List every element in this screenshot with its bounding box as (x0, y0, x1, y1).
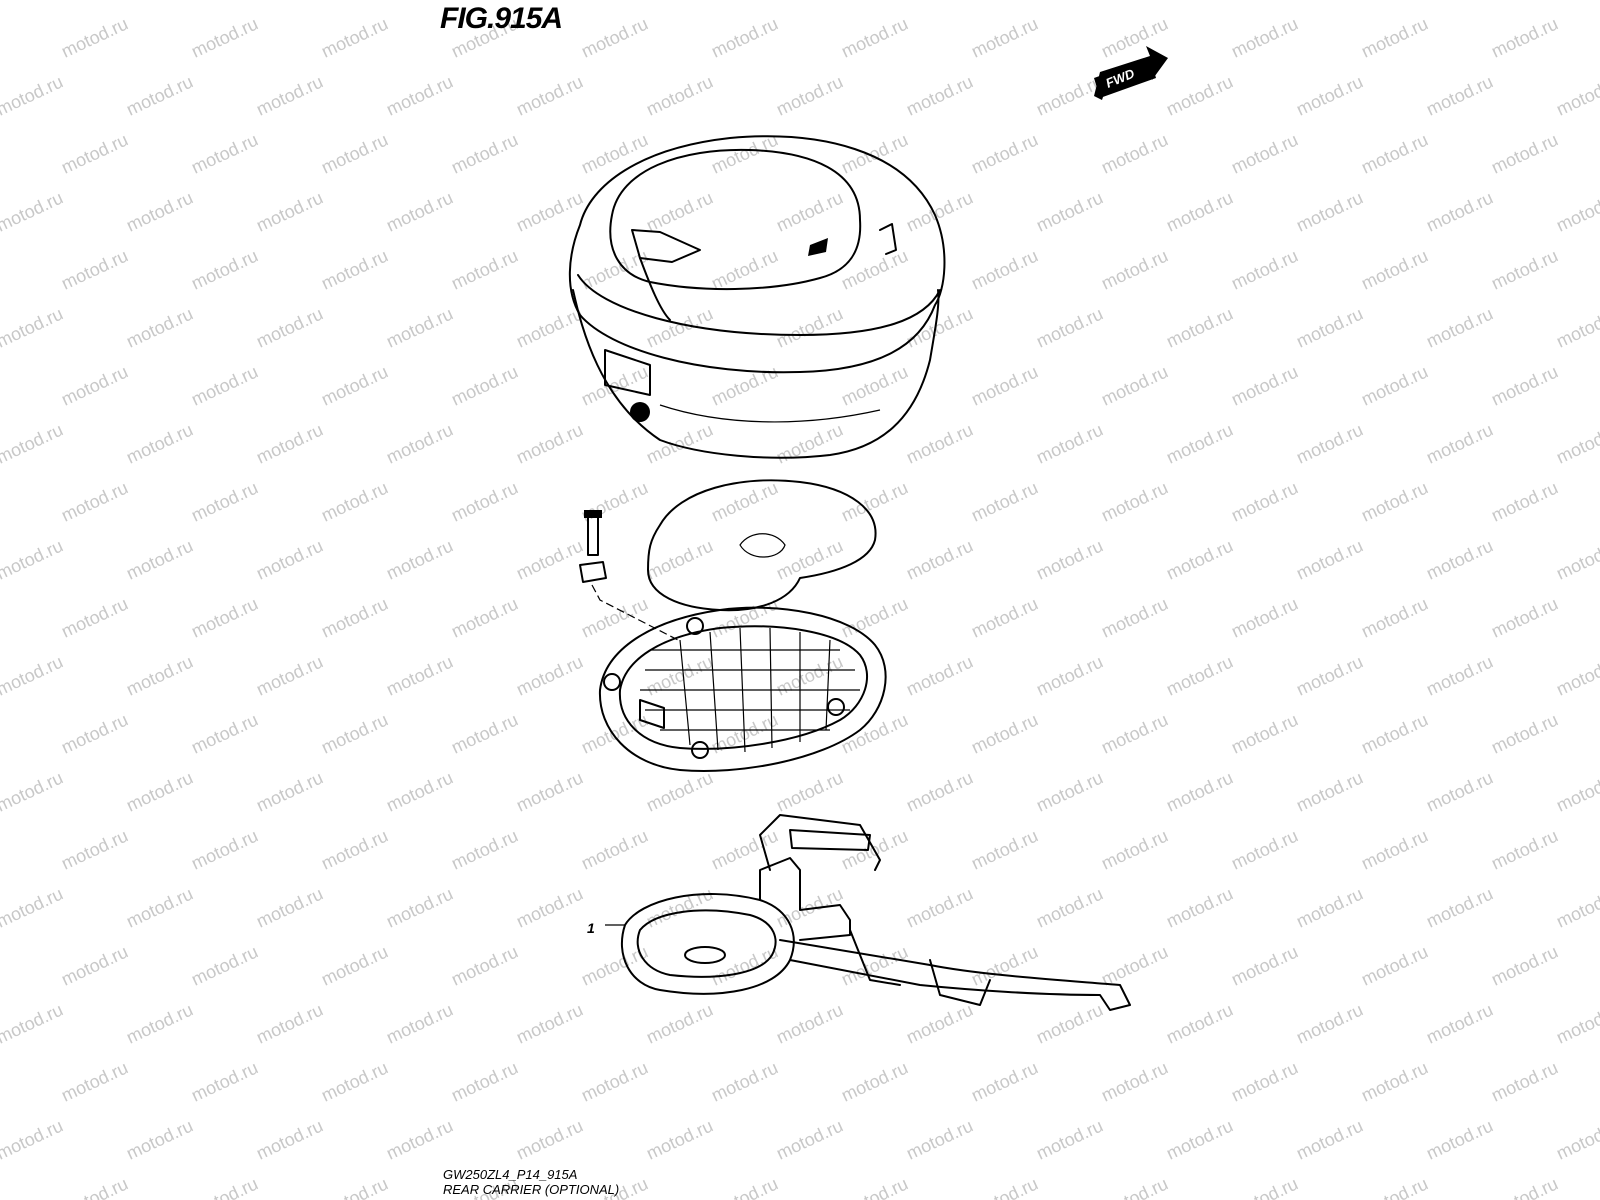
rear-carrier (605, 814, 1131, 1011)
callout-1: 1 (587, 920, 595, 936)
figure-title: FIG.915A (440, 2, 563, 35)
figure-description: REAR CARRIER (OPTIONAL) (443, 1182, 620, 1197)
figure-code: GW250ZL4_P14_915A (443, 1167, 578, 1182)
fwd-arrow-icon: FWD (1094, 46, 1168, 100)
top-case (568, 135, 946, 459)
mounting-plate (579, 479, 887, 772)
